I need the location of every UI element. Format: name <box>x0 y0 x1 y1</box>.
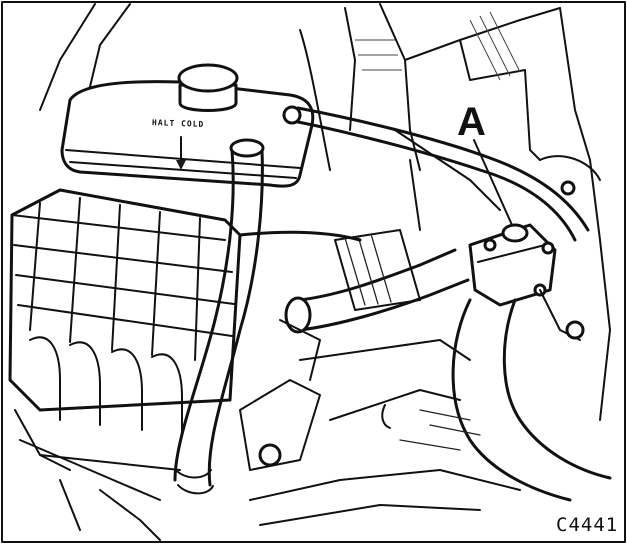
figure-reference: C4441 <box>556 514 619 536</box>
tank-marking-text: HALT COLD <box>151 118 205 129</box>
callout-label-a: A <box>457 100 486 144</box>
bottom-hose <box>173 138 265 495</box>
lower-bracket <box>59 319 521 541</box>
callout-leader-line <box>473 139 513 226</box>
overflow-hose <box>282 105 590 242</box>
radiator-block <box>8 188 242 501</box>
thermostat-housing <box>468 223 585 341</box>
top-hose <box>238 229 470 334</box>
right-hose <box>451 155 612 502</box>
